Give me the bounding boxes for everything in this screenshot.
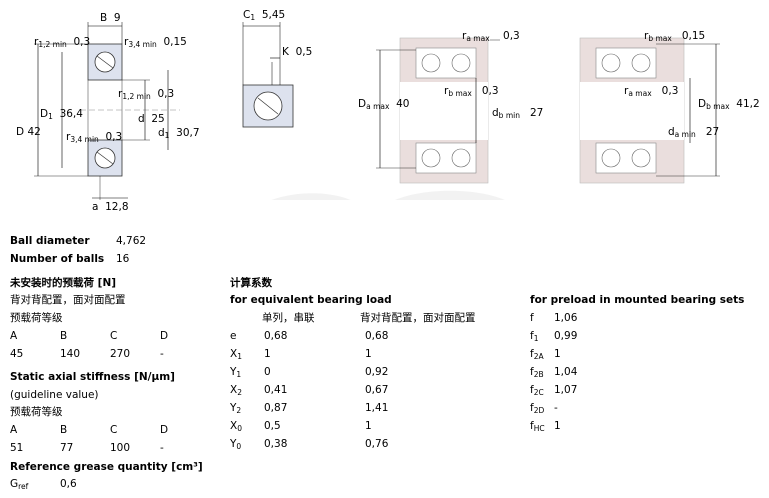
dim-r34-bottom: r3,4 min 0,3 xyxy=(66,131,123,144)
factor-value-single: 0 xyxy=(264,366,271,378)
preload-factor-value: 1,04 xyxy=(554,366,578,378)
stiffness-value-b: 77 xyxy=(60,442,74,454)
dim-r12-mid: r1,2 min 0,3 xyxy=(118,88,175,101)
dim-d: d 25 xyxy=(138,113,165,125)
factor-value-single: 0,87 xyxy=(264,402,288,414)
preload-value-a: 45 xyxy=(10,348,24,360)
factor-symbol: X0 xyxy=(230,420,242,433)
preload-subtitle: 背对背配置，面对面配置 xyxy=(10,294,126,306)
dim-rb-max-a: rb max 0,3 xyxy=(444,85,499,98)
dim-r34-top: r3,4 min 0,15 xyxy=(124,36,187,49)
dim-d1: d1 30,7 xyxy=(158,127,200,140)
factor-symbol: Y0 xyxy=(230,438,242,451)
number-of-balls-value: 16 xyxy=(116,253,130,265)
dim-Db-max: Db max 41,2 xyxy=(698,98,760,111)
dim-C1: C1 5,45 xyxy=(243,9,286,22)
col-single-tandem: 单列，串联 xyxy=(262,312,315,324)
col-b2b-f2f: 背对背配置，面对面配置 xyxy=(360,312,476,324)
preload-factor-symbol: f2D xyxy=(530,402,545,415)
preload-factor-symbol: f xyxy=(530,312,534,324)
stiffness-title: Static axial stiffness [N/μm] xyxy=(10,371,175,383)
factor-value-paired: 1 xyxy=(365,348,372,360)
factor-symbol: X2 xyxy=(230,384,242,397)
dim-D: D 42 xyxy=(16,126,41,138)
stiffness-value-a: 51 xyxy=(10,442,24,454)
factor-value-single: 0,68 xyxy=(264,330,288,342)
factor-value-paired: 0,68 xyxy=(365,330,389,342)
calc-factors-title: 计算系数 xyxy=(230,277,272,289)
factor-symbol: Y1 xyxy=(230,366,242,379)
preload-sets-subtitle: for preload in mounted bearing sets xyxy=(530,294,745,306)
preload-factor-value: - xyxy=(554,402,558,414)
stiffness-subtitle: (guideline value) xyxy=(10,389,99,401)
factor-value-paired: 0,67 xyxy=(365,384,389,396)
mounted-pair-drawing-b xyxy=(579,37,720,184)
gref-value: 0,6 xyxy=(60,478,77,490)
preload-value-b: 140 xyxy=(60,348,81,360)
dim-db-min: db min 27 xyxy=(492,107,544,120)
dim-Da-max: Da max 40 xyxy=(358,98,410,111)
preload-value-d: - xyxy=(160,348,164,360)
watermark xyxy=(271,190,505,200)
dim-ra-max-a: ra max 0,3 xyxy=(462,30,520,43)
grease-title: Reference grease quantity [cm³] xyxy=(10,461,203,473)
factor-symbol: Y2 xyxy=(230,402,242,415)
preload-factor-symbol: f2B xyxy=(530,366,544,379)
gref-label: Gref xyxy=(10,478,29,491)
preload-header-a: A xyxy=(10,330,18,342)
preload-header-c: C xyxy=(110,330,118,342)
preload-factor-symbol: fHC xyxy=(530,420,545,433)
preload-factor-value: 1 xyxy=(554,420,561,432)
stiffness-header-b: B xyxy=(60,424,68,436)
ball-diameter-label: Ball diameter xyxy=(10,235,90,247)
dim-r12-top: r1,2 min 0,3 xyxy=(34,36,91,49)
stiffness-header-d: D xyxy=(160,424,169,436)
stiffness-value-d: - xyxy=(160,442,164,454)
stiffness-header-c: C xyxy=(110,424,118,436)
stiffness-header-a: A xyxy=(10,424,18,436)
preload-factor-value: 1 xyxy=(554,348,561,360)
factor-value-single: 0,41 xyxy=(264,384,288,396)
preload-factor-value: 0,99 xyxy=(554,330,578,342)
factor-value-single: 0,38 xyxy=(264,438,288,450)
dim-D1: D1 36,4 xyxy=(40,108,83,121)
dim-da-min: da min 27 xyxy=(668,126,720,139)
preload-factor-symbol: f2A xyxy=(530,348,544,361)
ball-diameter-value: 4,762 xyxy=(116,235,147,247)
factor-value-single: 1 xyxy=(264,348,271,360)
dim-B: B 9 xyxy=(100,12,121,24)
mounted-pair-drawing-a xyxy=(376,37,500,184)
snap-detail-drawing xyxy=(242,22,294,128)
factor-value-paired: 0,92 xyxy=(365,366,389,378)
preload-title: 未安装时的预载荷 [N] xyxy=(10,277,117,289)
factor-value-paired: 1 xyxy=(365,420,372,432)
bearing-section-drawing xyxy=(34,22,180,200)
number-of-balls-label: Number of balls xyxy=(10,253,105,265)
preload-header-b: B xyxy=(60,330,68,342)
preload-value-c: 270 xyxy=(110,348,131,360)
factor-value-paired: 0,76 xyxy=(365,438,389,450)
factor-symbol: e xyxy=(230,330,237,342)
factor-symbol: X1 xyxy=(230,348,242,361)
stiffness-value-c: 100 xyxy=(110,442,131,454)
dim-rb-max-b: rb max 0,15 xyxy=(644,30,706,43)
preload-factor-symbol: f1 xyxy=(530,330,539,343)
preload-factor-symbol: f2C xyxy=(530,384,544,397)
preload-factor-value: 1,07 xyxy=(554,384,578,396)
factor-value-paired: 1,41 xyxy=(365,402,389,414)
preload-class: 预载荷等级 xyxy=(10,312,63,324)
dim-ra-max-b: ra max 0,3 xyxy=(624,85,679,98)
preload-factor-value: 1,06 xyxy=(554,312,578,324)
dim-a: a 12,8 xyxy=(92,201,129,213)
stiffness-class: 预载荷等级 xyxy=(10,406,63,418)
preload-header-d: D xyxy=(160,330,169,342)
equivalent-load-subtitle: for equivalent bearing load xyxy=(230,294,392,306)
factor-value-single: 0,5 xyxy=(264,420,281,432)
dim-K: K 0,5 xyxy=(282,46,313,58)
technical-drawings xyxy=(34,22,720,200)
